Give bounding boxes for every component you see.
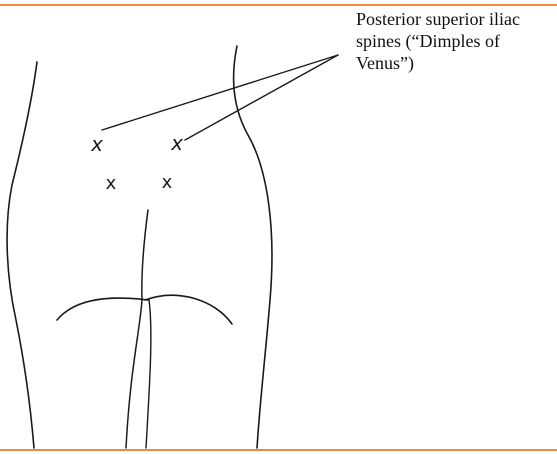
right-buttock-crease xyxy=(145,295,232,324)
inner-leg-line xyxy=(146,300,151,448)
gluteal-cleft xyxy=(126,210,148,448)
left-body-contour xyxy=(7,62,37,448)
marker-upper-right: x xyxy=(170,131,183,155)
left-buttock-crease xyxy=(57,298,148,320)
pointer-line-right xyxy=(185,55,338,140)
pointer-line-left xyxy=(102,55,338,130)
right-body-contour xyxy=(234,46,272,448)
marker-lower-left: x xyxy=(106,173,117,194)
marker-upper-left: x xyxy=(90,132,103,156)
marker-lower-right: x xyxy=(162,172,173,193)
